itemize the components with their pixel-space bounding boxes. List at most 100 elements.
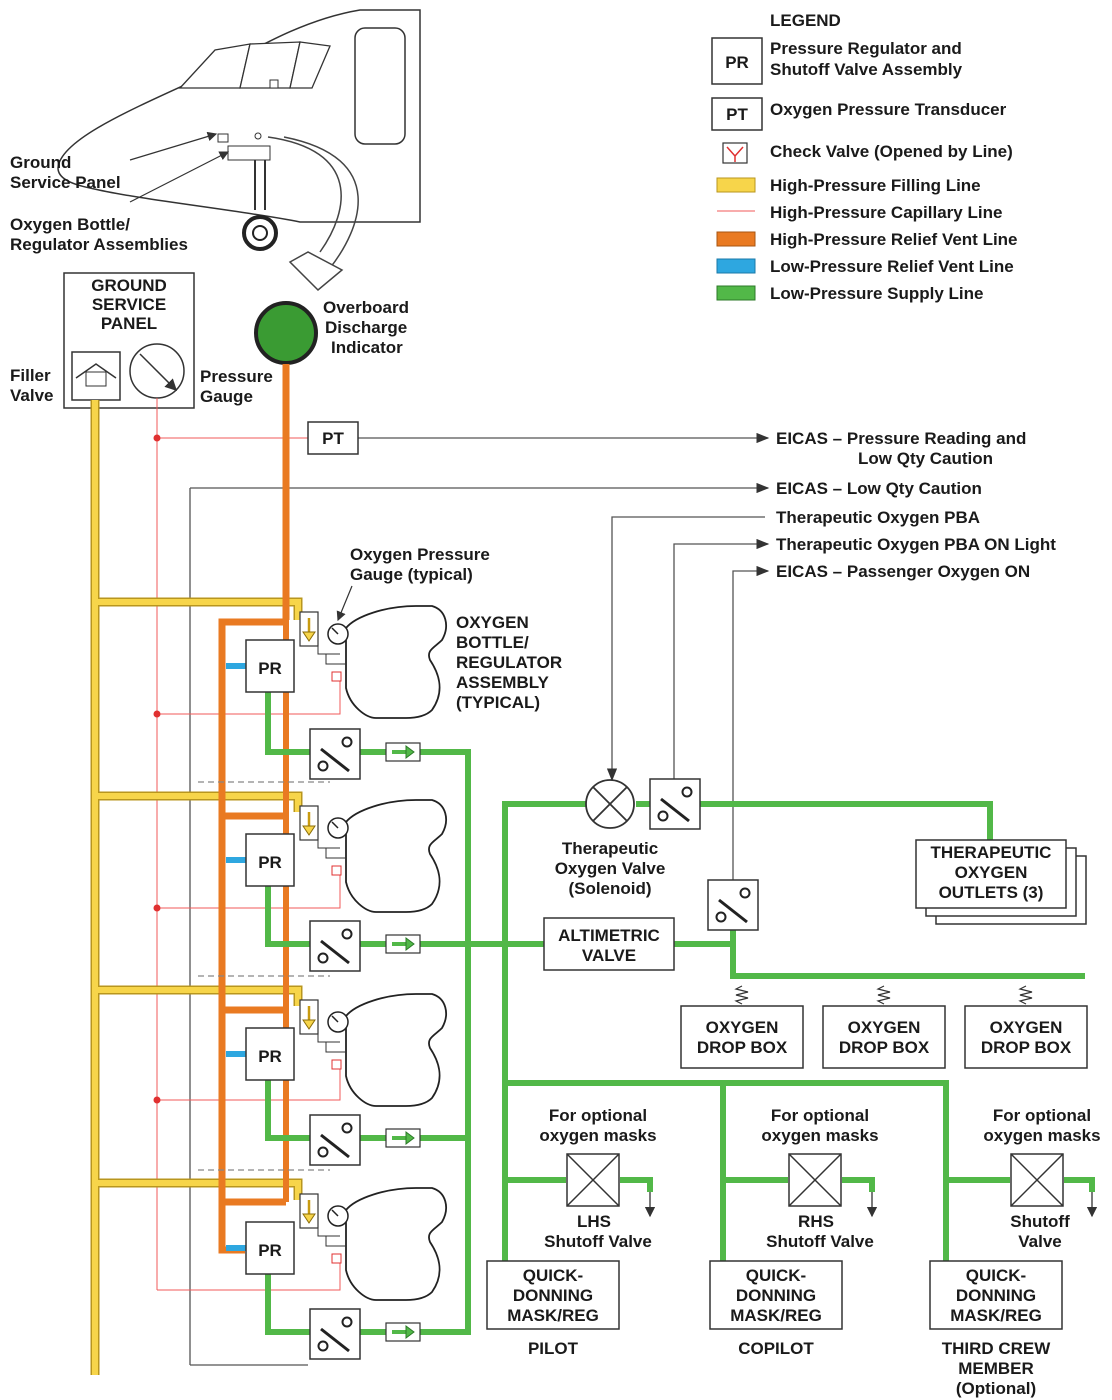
overboard-label-3: Indicator <box>331 338 403 357</box>
legend-lp-vent-label: Low-Pressure Relief Vent Line <box>770 257 1014 276</box>
eicas-pressure-reading-label: EICAS – Pressure Reading and <box>776 429 1026 448</box>
bottle-assembly-label-1: OXYGEN <box>456 613 529 632</box>
therapeutic-pba-label: Therapeutic Oxygen PBA <box>776 508 980 527</box>
drop-box-3-label-1: OXYGEN <box>990 1018 1063 1037</box>
filler-valve-label-1: Filler <box>10 366 51 385</box>
drop-box-2-label-2: DROP BOX <box>839 1038 930 1057</box>
drop-box-1-label-2: DROP BOX <box>697 1038 788 1057</box>
supply-lines <box>265 692 1098 1335</box>
capillary-lines <box>153 398 341 1291</box>
third-crew-shutoff-valve <box>1010 1153 1064 1207</box>
gsp-title-2: SERVICE <box>92 295 166 314</box>
eicas-passenger-oxygen-label: EICAS – Passenger Oxygen ON <box>776 562 1030 581</box>
third-shutoff-label-1: Shutoff <box>1010 1212 1070 1231</box>
copilot-label: COPILOT <box>738 1339 814 1358</box>
outlets-label-3: OUTLETS (3) <box>939 883 1044 902</box>
oxygen-pressure-gauge-label-1: Oxygen Pressure <box>350 545 490 564</box>
third-crew-mask-label-3: MASK/REG <box>950 1306 1042 1325</box>
pilot-mask-label-3: MASK/REG <box>507 1306 599 1325</box>
legend-capillary-label: High-Pressure Capillary Line <box>770 203 1002 222</box>
outlets-label-2: OXYGEN <box>955 863 1028 882</box>
overboard-discharge-indicator <box>254 301 318 365</box>
pressure-gauge-icon <box>129 343 185 399</box>
relief-vent-lines <box>218 364 290 1254</box>
bottle-assembly-4 <box>245 1187 447 1361</box>
altimetric-label-2: VALVE <box>582 946 636 965</box>
legend-hp-vent-label: High-Pressure Relief Vent Line <box>770 230 1018 249</box>
check-valve-icon <box>722 142 748 164</box>
optional-masks-label-2b: oxygen masks <box>761 1126 878 1145</box>
drop-box-2-label-1: OXYGEN <box>848 1018 921 1037</box>
third-shutoff-label-2: Valve <box>1018 1232 1062 1251</box>
legend-pt-symbol <box>711 97 763 131</box>
legend-pt-symbol-text: PT <box>726 105 748 124</box>
legend-pr-label-2: Shutoff Valve Assembly <box>770 60 963 79</box>
passenger-oxygen-pressure-switch <box>706 878 760 932</box>
legend-pr-label-1: Pressure Regulator and <box>770 39 962 58</box>
pt-label: PT <box>322 429 344 448</box>
bottle-assembly-label-5: (TYPICAL) <box>456 693 540 712</box>
legend-swatch-supply <box>716 285 756 301</box>
bottle-assembly-label-3: REGULATOR <box>456 653 562 672</box>
filler-valve-icon <box>71 351 121 401</box>
outlets-label-1: THERAPEUTIC <box>931 843 1052 862</box>
pilot-mask-box <box>486 1260 620 1330</box>
legend-pr-symbol-text: PR <box>725 53 749 72</box>
optional-masks-label-3b: oxygen masks <box>983 1126 1100 1145</box>
gsp-title-3: PANEL <box>101 314 157 333</box>
therapeutic-valve-label-2: Oxygen Valve <box>555 859 666 878</box>
legend-check-valve-label: Check Valve (Opened by Line) <box>770 142 1013 161</box>
rhs-shutoff-label-1: RHS <box>798 1212 834 1231</box>
oxygen-bottle-label-2: Regulator Assemblies <box>10 235 188 254</box>
copilot-mask-label-2: DONNING <box>736 1286 816 1305</box>
filling-lines <box>90 400 303 1375</box>
pr-label-4: PR <box>258 1241 282 1260</box>
ground-service-panel-label-1: Ground <box>10 153 71 172</box>
gsp-title-1: GROUND <box>91 276 167 295</box>
copilot-mask-label-1: QUICK- <box>746 1266 806 1285</box>
pressure-transducer-box <box>307 421 359 455</box>
lhs-shutoff-label-1: LHS <box>577 1212 611 1231</box>
overboard-label-2: Discharge <box>325 318 407 337</box>
pr-label-3: PR <box>258 1047 282 1066</box>
rhs-shutoff-valve <box>788 1153 842 1207</box>
third-crew-mask-label-2: DONNING <box>956 1286 1036 1305</box>
legend-title: LEGEND <box>770 11 841 30</box>
copilot-mask-label-3: MASK/REG <box>730 1306 822 1325</box>
legend-swatch-lp-vent <box>716 258 756 274</box>
pressure-gauge-label-2: Gauge <box>200 387 253 406</box>
drop-box-3-label-2: DROP BOX <box>981 1038 1072 1057</box>
oxygen-bottle-label-1: Oxygen Bottle/ <box>10 215 130 234</box>
pr-label-1: PR <box>258 659 282 678</box>
oxygen-pressure-gauge-label-2: Gauge (typical) <box>350 565 473 584</box>
optional-masks-label-1a: For optional <box>549 1106 647 1125</box>
optional-masks-label-1b: oxygen masks <box>539 1126 656 1145</box>
third-crew-label-1: THIRD CREW <box>942 1339 1052 1358</box>
altimetric-valve-box <box>543 917 675 971</box>
therapeutic-valve-label-1: Therapeutic <box>562 839 658 858</box>
legend-pr-symbol <box>711 37 763 85</box>
ground-service-panel-label-2: Service Panel <box>10 173 121 192</box>
overboard-label-1: Overboard <box>323 298 409 317</box>
bottle-assembly-3 <box>245 993 447 1167</box>
oxygen-drop-box-3 <box>964 1005 1088 1069</box>
legend-filling-label: High-Pressure Filling Line <box>770 176 981 195</box>
bottle-assembly-label-2: BOTTLE/ <box>456 633 529 652</box>
bottle-assembly-2 <box>245 799 447 973</box>
therapeutic-oxygen-outlets <box>915 839 1087 925</box>
eicas-low-qty-caution-label: Low Qty Caution <box>858 449 993 468</box>
signal-lines <box>189 432 770 1366</box>
pilot-label: PILOT <box>528 1339 579 1358</box>
therapeutic-pba-on-light-label: Therapeutic Oxygen PBA ON Light <box>776 535 1056 554</box>
third-crew-mask-box <box>929 1260 1063 1330</box>
lhs-shutoff-label-2: Shutoff Valve <box>544 1232 652 1251</box>
bottle-assembly-label-4: ASSEMBLY <box>456 673 550 692</box>
drop-box-1-label-1: OXYGEN <box>706 1018 779 1037</box>
rhs-shutoff-label-2: Shutoff Valve <box>766 1232 874 1251</box>
lhs-shutoff-valve <box>566 1153 620 1207</box>
copilot-mask-box <box>709 1260 843 1330</box>
optional-masks-label-2a: For optional <box>771 1106 869 1125</box>
therapeutic-valve-label-3: (Solenoid) <box>568 879 651 898</box>
legend-swatch-hp-vent <box>716 231 756 247</box>
